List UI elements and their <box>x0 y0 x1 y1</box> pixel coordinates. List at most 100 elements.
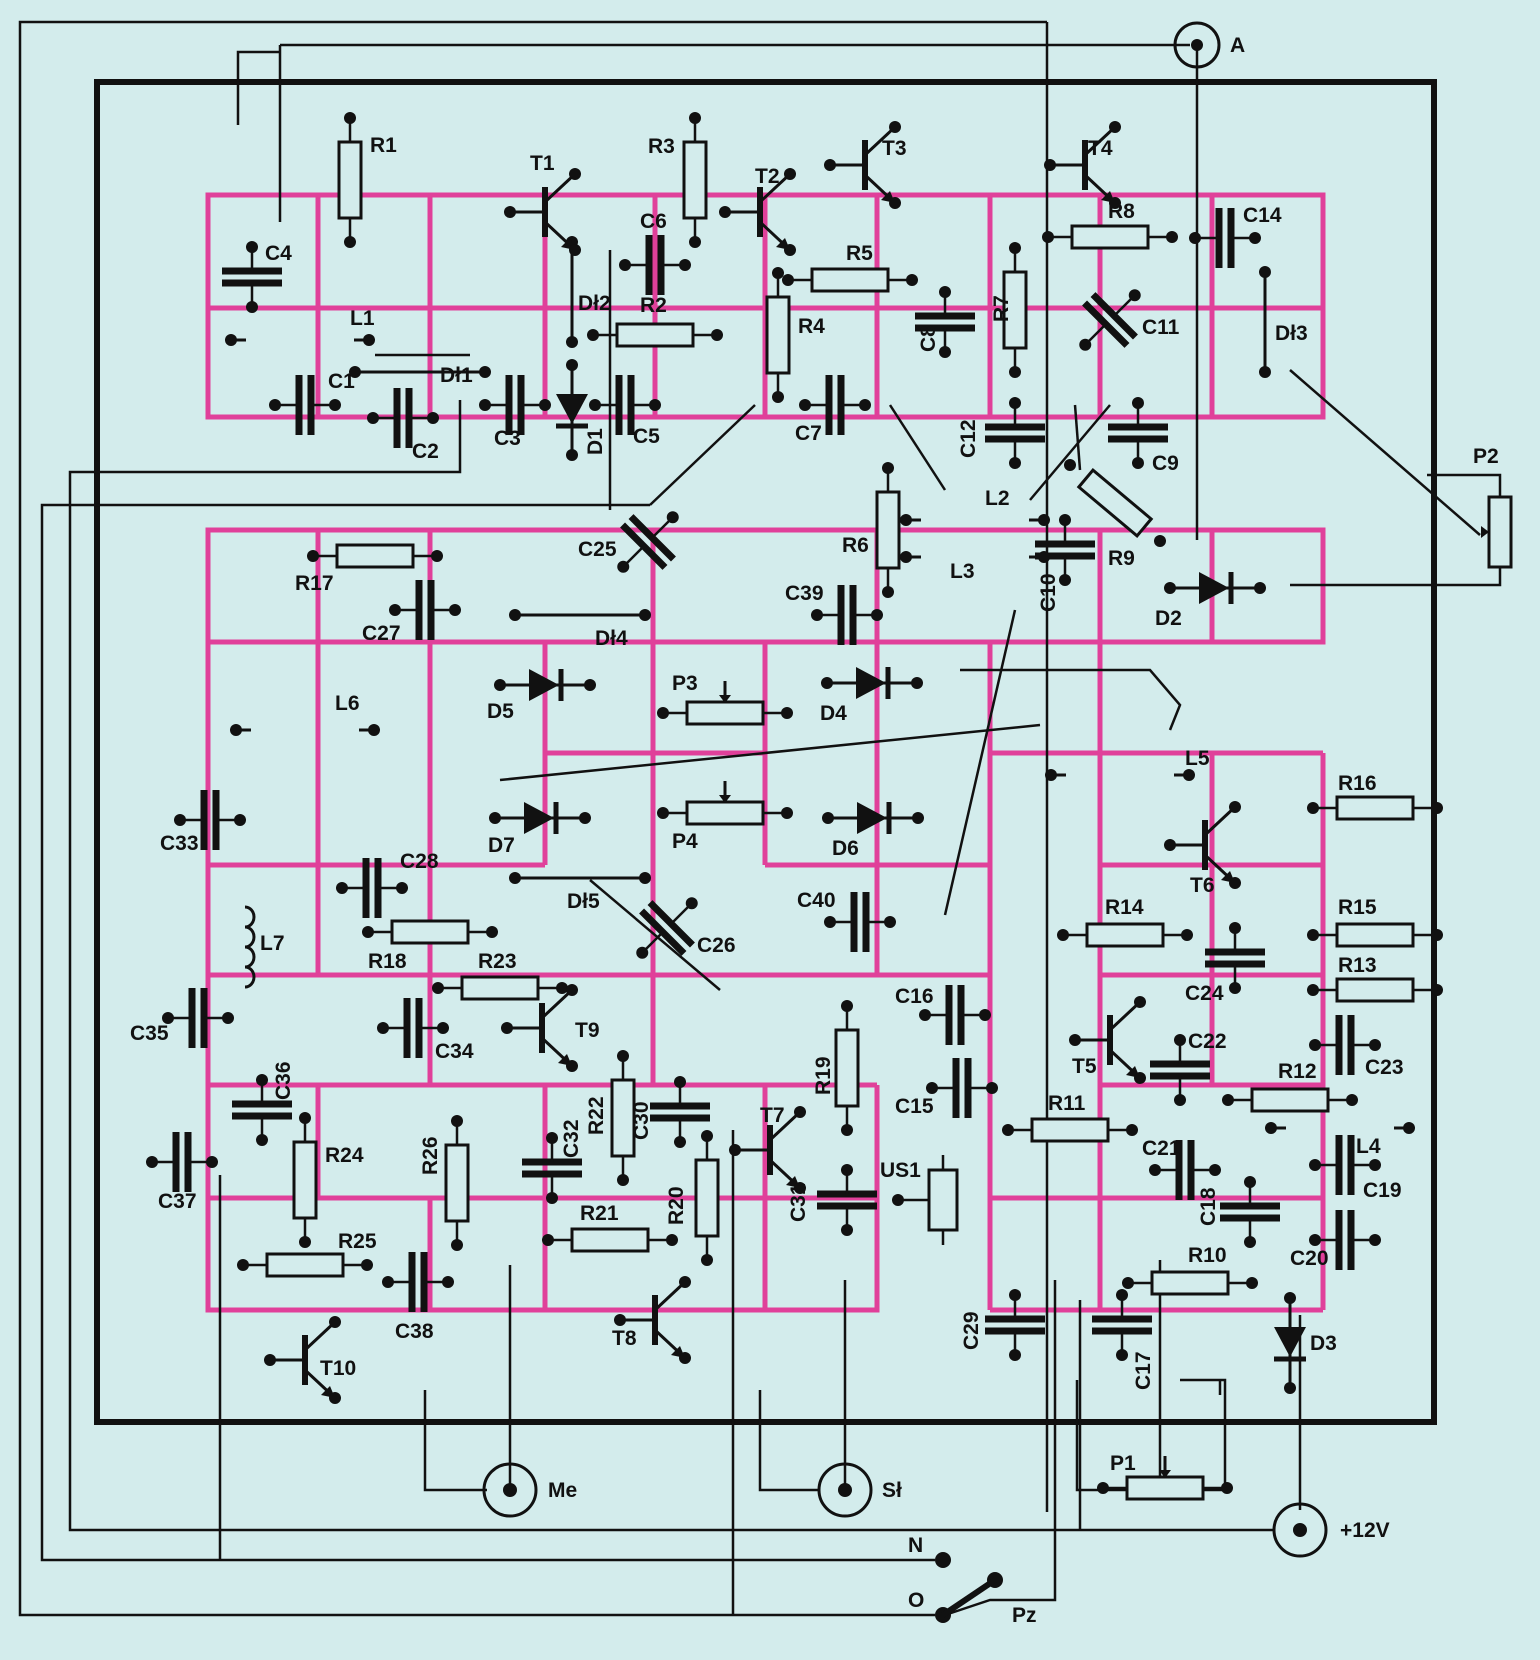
c11-component: C11 <box>1079 289 1180 351</box>
power-label: +12V <box>1340 1519 1390 1542</box>
p4-component: P4 <box>657 781 793 853</box>
d7-component: D7 <box>488 802 591 857</box>
component-label: C3 <box>494 427 521 450</box>
d5-component: D5 <box>487 669 596 723</box>
component-label: US1 <box>880 1159 921 1182</box>
component-label: R7 <box>990 295 1013 322</box>
r9-component: R9 <box>1064 459 1166 570</box>
c5-component: C5 <box>589 375 661 448</box>
board-outline <box>94 79 1437 1425</box>
d5-component: Dł5 <box>509 872 651 913</box>
component-label: C26 <box>697 934 736 957</box>
c30-component: C30 <box>630 1076 710 1148</box>
component-label: R24 <box>325 1144 364 1167</box>
component-label: C34 <box>435 1040 474 1063</box>
external-wiring <box>18 20 1502 1617</box>
r12-component: R12 <box>1222 1060 1358 1113</box>
component-label: T4 <box>1088 137 1113 160</box>
r6-component: R6 <box>842 462 901 598</box>
r15-component: R15 <box>1307 896 1443 948</box>
component-label: C32 <box>560 1119 583 1158</box>
component-label: R22 <box>585 1096 608 1135</box>
component-label: C20 <box>1290 1247 1329 1270</box>
component-label: R26 <box>419 1136 442 1175</box>
p1-component: P1 <box>1097 1452 1233 1501</box>
component-label: D2 <box>1155 607 1182 630</box>
d4-component: D4 <box>820 667 923 725</box>
r13-component: R13 <box>1307 954 1443 1003</box>
c33-component: C33 <box>160 790 246 855</box>
component-label: C9 <box>1152 452 1179 475</box>
c16-component: C16 <box>895 985 991 1045</box>
component-label: P1 <box>1110 1452 1136 1475</box>
component-label: L2 <box>985 487 1010 510</box>
power-connector[interactable]: +12V <box>1272 1502 1390 1558</box>
c6-component: C6 <box>619 210 691 295</box>
r18-component: R18 <box>362 919 498 973</box>
c7-component: C7 <box>795 375 871 445</box>
t1-component: T1 <box>504 152 581 256</box>
component-label: C27 <box>362 622 401 645</box>
component-label: L3 <box>950 560 975 583</box>
component-label: C40 <box>797 889 836 912</box>
r5-component: R5 <box>782 242 918 293</box>
r22-component: R22 <box>585 1050 636 1186</box>
power-switch[interactable]: N O Pz <box>908 1534 1037 1627</box>
component-label: T7 <box>760 1104 785 1127</box>
d1-component: D1 <box>556 359 607 461</box>
p3-component: P3 <box>657 672 793 726</box>
component-label: R11 <box>1048 1092 1086 1115</box>
c12-component: C12 <box>957 397 1045 469</box>
r1-component: R1 <box>337 112 397 248</box>
c18-component: C18 <box>1197 1176 1280 1248</box>
component-label: D7 <box>488 834 515 857</box>
r14-component: R14 <box>1057 896 1193 948</box>
component-label: C37 <box>158 1190 197 1213</box>
component-label: C2 <box>412 440 439 463</box>
switch-n-label: N <box>908 1534 923 1557</box>
component-label: D5 <box>487 700 514 723</box>
c38-component: C38 <box>382 1252 454 1343</box>
component-label: Dł3 <box>1275 322 1308 345</box>
r20-component: R20 <box>665 1130 720 1266</box>
component-label: C28 <box>400 850 439 873</box>
d3-component: D3 <box>1274 1292 1337 1394</box>
r26-component: R26 <box>419 1115 470 1251</box>
component-label: Dł4 <box>595 627 628 650</box>
switch-o-label: O <box>908 1589 924 1612</box>
component-label: R2 <box>640 294 667 317</box>
component-label: C22 <box>1188 1030 1227 1053</box>
d3-component: Dł3 <box>1259 266 1308 378</box>
r11-component: R11 <box>1002 1092 1138 1143</box>
r24-component: R24 <box>292 1112 364 1248</box>
component-label: R10 <box>1188 1244 1227 1267</box>
me-connector[interactable]: Me <box>482 1462 577 1518</box>
component-label: R12 <box>1278 1060 1317 1083</box>
c2-component: C2 <box>367 388 439 463</box>
c8-component: C8 <box>915 286 975 358</box>
r19-component: R19 <box>812 1000 860 1136</box>
t9-component: T9 <box>501 984 600 1072</box>
component-label: C18 <box>1197 1187 1220 1226</box>
r7-component: R7 <box>990 242 1028 378</box>
component-label: C36 <box>272 1061 295 1100</box>
c31-component: C31 <box>787 1164 877 1236</box>
sl-connector[interactable]: Sł <box>817 1462 902 1518</box>
c4-component: C4 <box>222 241 292 313</box>
component-label: D6 <box>832 837 859 860</box>
component-label: C7 <box>795 422 822 445</box>
component-label: C19 <box>1363 1179 1402 1202</box>
c27-component: C27 <box>362 580 461 645</box>
l7-component: L7 <box>244 905 285 989</box>
c39-component: C39 <box>785 582 883 645</box>
component-label: C38 <box>395 1320 434 1343</box>
component-label: C30 <box>630 1101 653 1140</box>
component-label: C6 <box>640 210 667 233</box>
antenna-connector[interactable]: A <box>1173 21 1245 69</box>
component-label: C4 <box>265 242 292 265</box>
component-label: R20 <box>665 1186 688 1225</box>
component-label: T2 <box>755 165 780 188</box>
component-label: T5 <box>1072 1055 1097 1078</box>
r3-component: R3 <box>648 112 708 248</box>
